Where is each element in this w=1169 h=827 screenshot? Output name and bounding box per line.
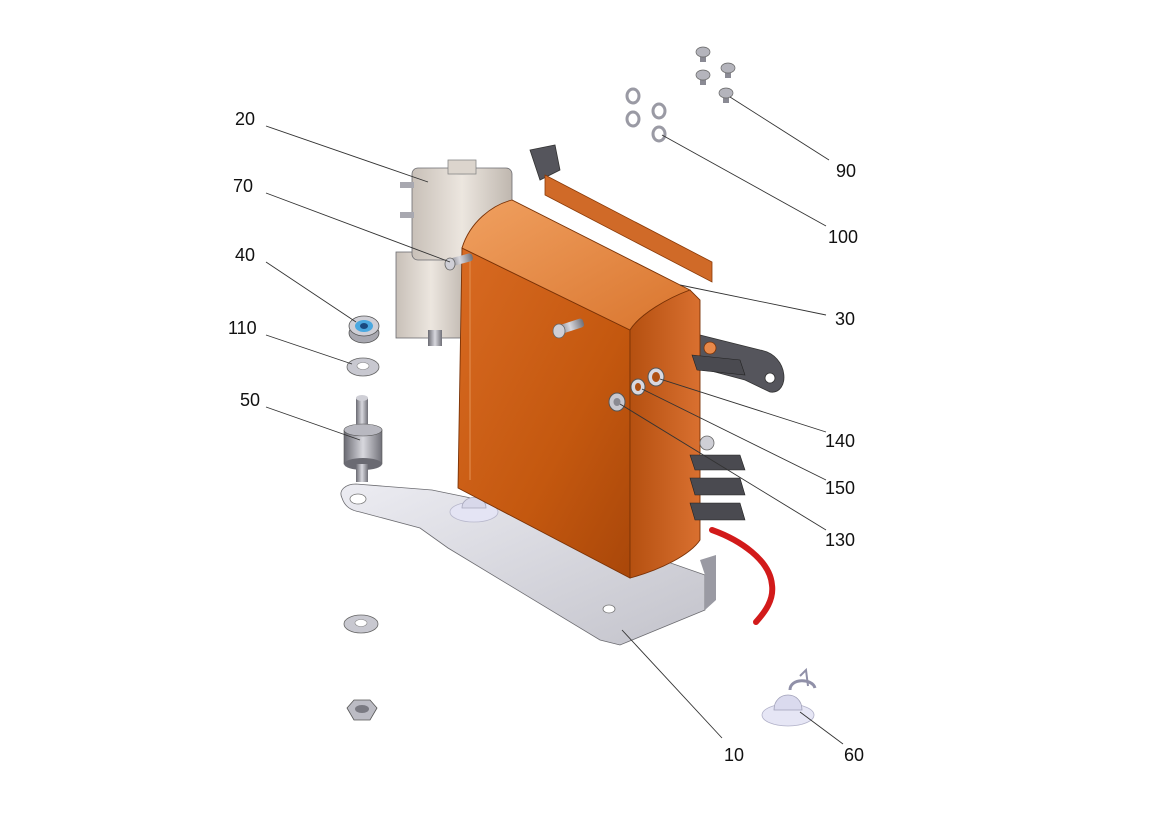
- vibration-mount-50: [343, 395, 383, 482]
- leader-150: [641, 388, 827, 481]
- callout-90: 90: [836, 161, 856, 181]
- lower-nut: [346, 699, 378, 721]
- leader-30: [679, 284, 827, 316]
- callout-30: 30: [835, 309, 855, 329]
- front-bolt: [552, 318, 585, 339]
- leader-90: [729, 96, 830, 161]
- callout-110: 110: [228, 318, 257, 338]
- nut-130: [608, 392, 626, 412]
- callout-100: 100: [828, 227, 858, 247]
- callout-150: 150: [825, 478, 855, 498]
- washers-100: [625, 87, 667, 143]
- terminal-tabs: [689, 341, 746, 521]
- callout-130: 130: [825, 530, 855, 550]
- callout-60: 60: [844, 745, 864, 765]
- washer-150: [630, 378, 646, 396]
- washer-110: [346, 357, 380, 377]
- leader-100: [661, 134, 827, 227]
- callout-70: 70: [233, 176, 253, 196]
- screws-90: [695, 46, 736, 103]
- leader-110: [265, 334, 353, 365]
- red-cable: [709, 527, 776, 625]
- heater-block: [457, 144, 785, 625]
- lower-washer: [343, 614, 379, 634]
- leader-40: [265, 261, 357, 323]
- suction-cup-60: [761, 667, 817, 727]
- leader-50: [265, 406, 361, 441]
- callout-labels: 20 70 40 110 50 90 100 30 140 150 130 10…: [228, 109, 864, 765]
- leader-130: [619, 403, 827, 531]
- callout-50: 50: [240, 390, 260, 410]
- callout-140: 140: [825, 431, 855, 451]
- callout-20: 20: [235, 109, 255, 129]
- suction-cup-mounted: [449, 497, 499, 523]
- leader-70: [265, 192, 451, 263]
- leader-140: [659, 378, 827, 433]
- leader-10: [621, 629, 723, 739]
- lock-nut-40: [348, 315, 380, 344]
- callout-10: 10: [724, 745, 744, 765]
- base-bracket: [340, 483, 716, 646]
- leader-60: [799, 711, 844, 745]
- leader-20: [265, 125, 429, 183]
- washer-140: [647, 367, 665, 387]
- leader-lines: [265, 96, 844, 745]
- callout-40: 40: [235, 245, 255, 265]
